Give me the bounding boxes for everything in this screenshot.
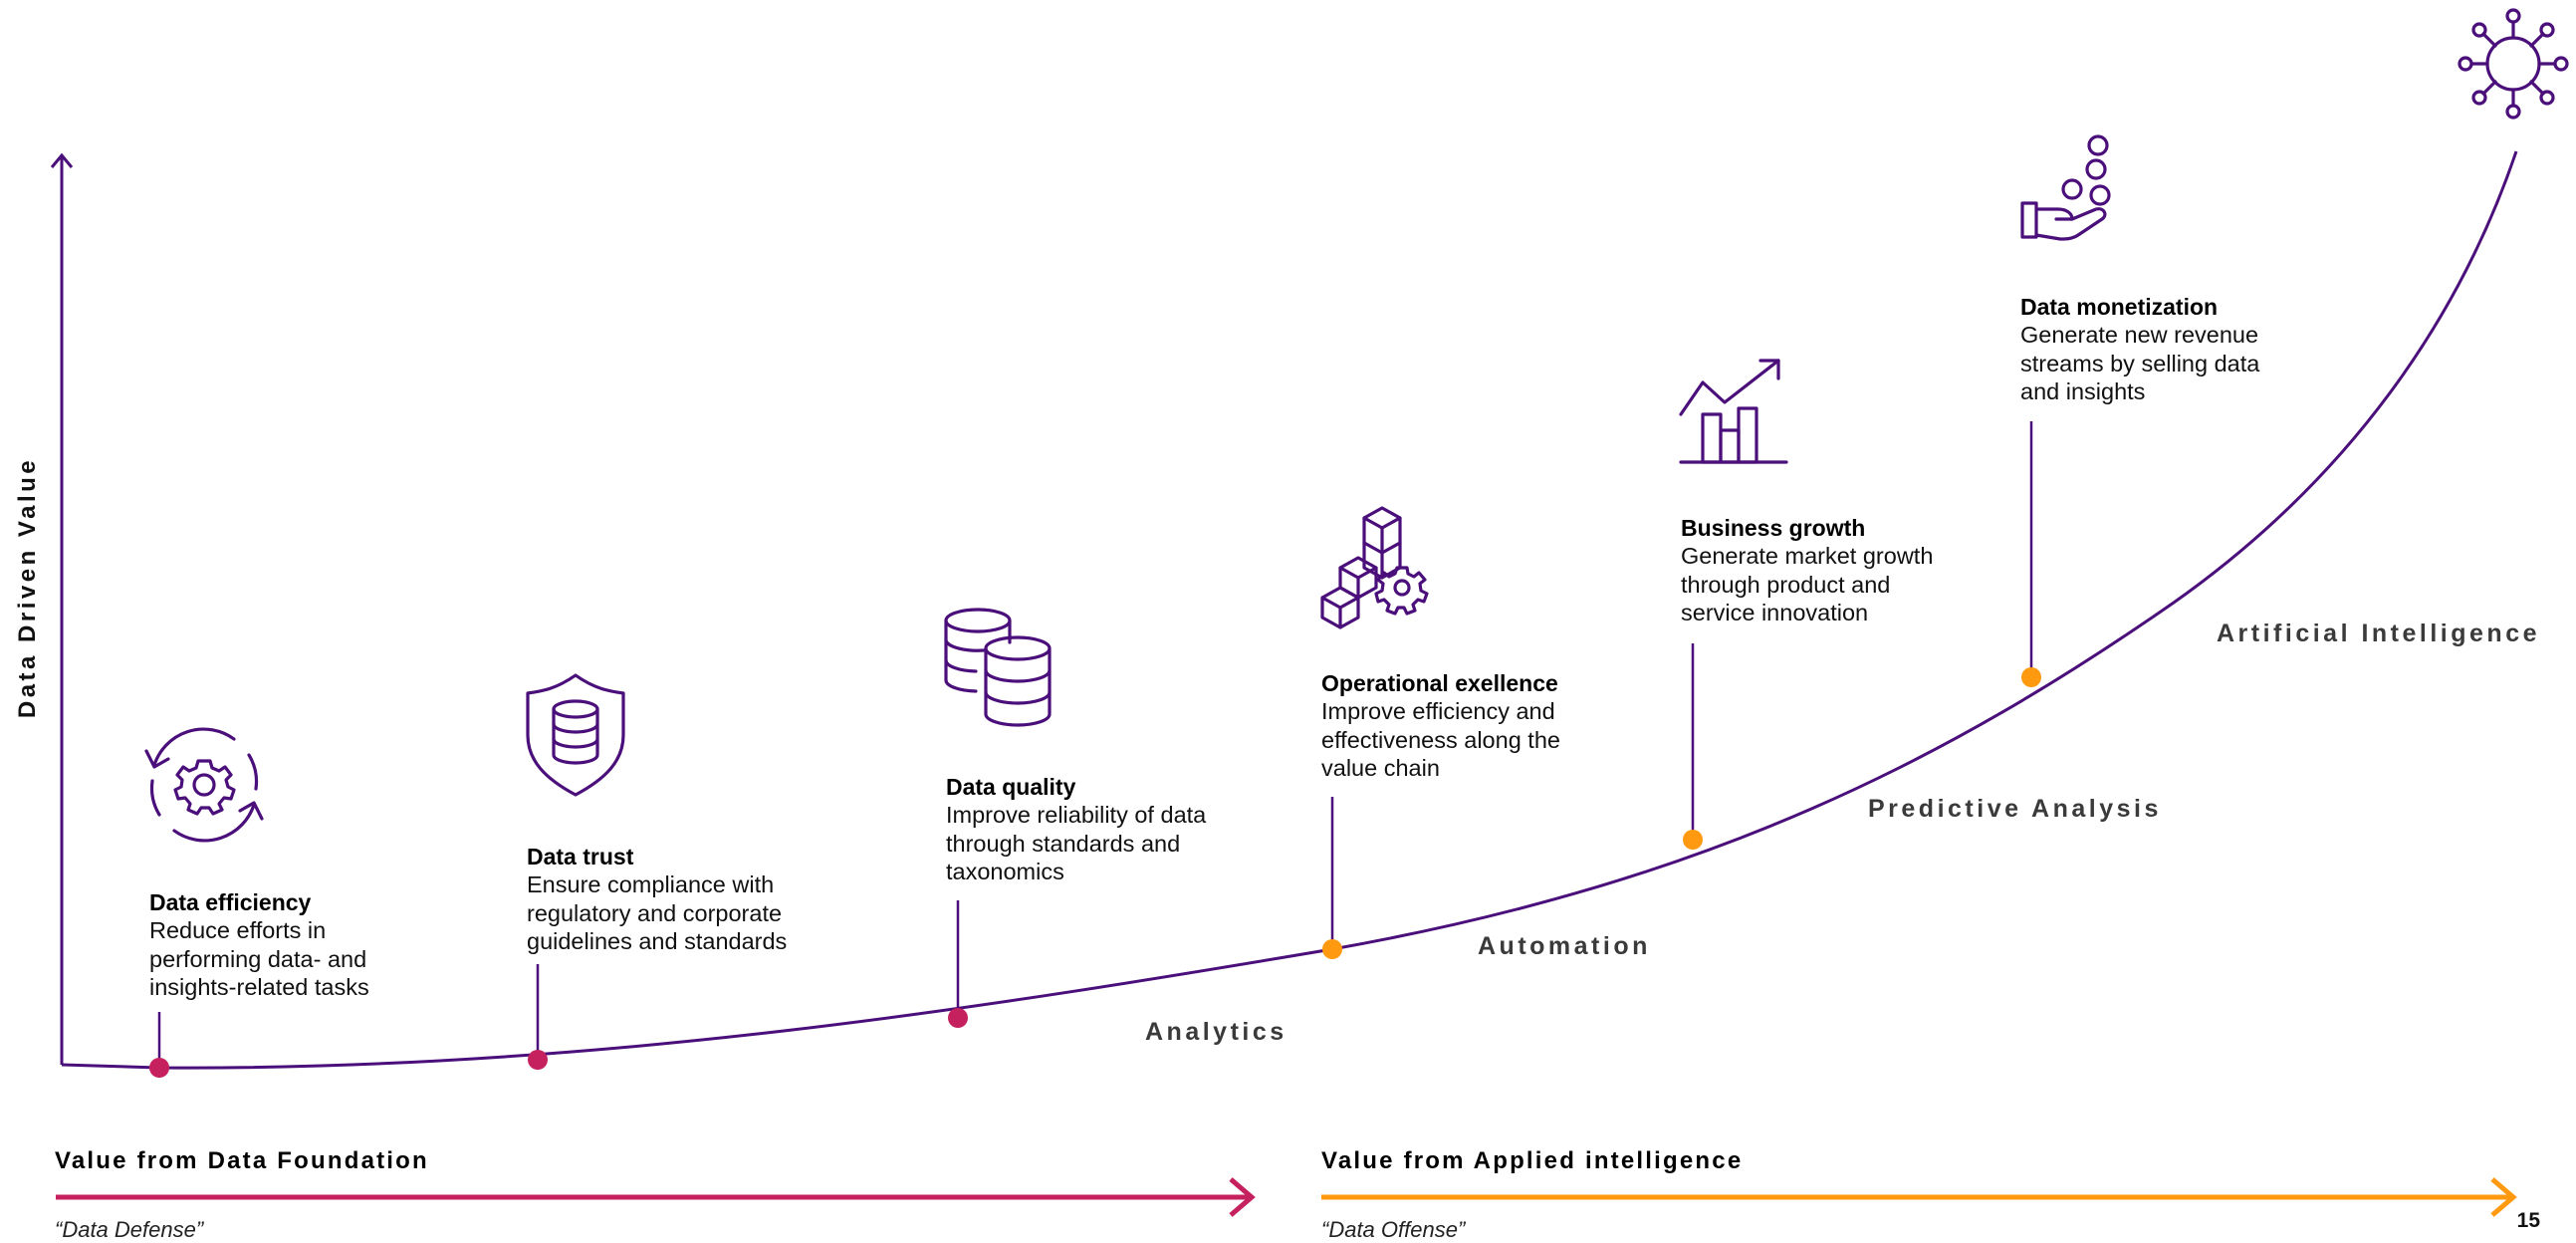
item-title: Data efficiency — [149, 889, 312, 915]
item-operational-excellence: Operational exellence Improve efficiency… — [1321, 669, 1595, 783]
item-data-trust: Data trust Ensure compliance with regula… — [527, 843, 825, 956]
curve-point-business-growth — [1683, 830, 1703, 850]
ai-network-icon — [2458, 8, 2569, 120]
shield-database-icon — [526, 673, 625, 797]
stage-predictive-analysis: Predictive Analysis — [1868, 795, 2162, 823]
databases-icon — [944, 608, 1052, 727]
item-data-efficiency: Data efficiency Reduce efforts in perfor… — [149, 888, 408, 1002]
item-data-monetization: Data monetization Generate new revenue s… — [2020, 293, 2294, 406]
foundation-arrowhead — [1229, 1177, 1256, 1217]
item-title: Business growth — [1681, 515, 1866, 541]
curve-point-operational-excellence — [1322, 939, 1342, 959]
item-description: Generate market growth through product a… — [1681, 543, 1934, 625]
applied-arrowhead — [2490, 1177, 2517, 1217]
item-data-quality: Data quality Improve reliability of data… — [946, 773, 1220, 886]
applied-label: Value from Applied intelligence — [1321, 1147, 1744, 1174]
foundation-sublabel: “Data Defense” — [55, 1217, 204, 1242]
sync-gear-icon — [144, 727, 264, 843]
item-title: Data trust — [527, 844, 634, 870]
item-description: Reduce efforts in performing data- and i… — [149, 917, 369, 1000]
hand-coins-icon — [2020, 134, 2111, 241]
applied-sublabel: “Data Offense” — [1321, 1217, 1466, 1242]
y-axis-arrowhead — [50, 152, 74, 168]
item-description: Improve reliability of data through stan… — [946, 802, 1207, 884]
curve-point-data-quality — [948, 1008, 968, 1028]
item-title: Data quality — [946, 774, 1076, 800]
stage-automation: Automation — [1478, 932, 1651, 960]
item-title: Data monetization — [2020, 294, 2219, 320]
stage-artificial-intelligence: Artificial Intelligence — [2217, 620, 2541, 647]
blocks-gear-icon — [1320, 506, 1429, 629]
curve-point-data-monetization — [2021, 667, 2041, 687]
value-curve — [61, 150, 2518, 1070]
curve-point-data-trust — [528, 1050, 548, 1070]
growth-chart-icon — [1679, 359, 1788, 464]
item-description: Ensure compliance with regulatory and co… — [527, 871, 788, 954]
item-title: Operational exellence — [1321, 670, 1558, 696]
curve-point-data-efficiency — [149, 1058, 169, 1078]
item-description: Improve efficiency and effectiveness alo… — [1321, 698, 1560, 781]
foundation-label: Value from Data Foundation — [55, 1147, 429, 1174]
y-axis-label: Data Driven Value — [14, 456, 41, 719]
item-description: Generate new revenue streams by selling … — [2020, 322, 2260, 404]
item-business-growth: Business growth Generate market growth t… — [1681, 514, 1970, 627]
page-number: 15 — [2516, 1209, 2540, 1232]
stage-analytics: Analytics — [1145, 1018, 1288, 1046]
